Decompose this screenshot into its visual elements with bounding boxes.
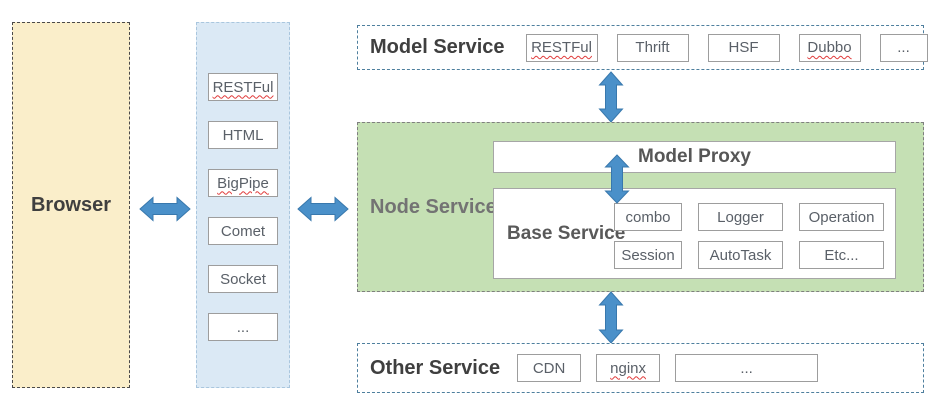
base-chip-logger-label: Logger (717, 208, 764, 226)
base-chip-logger: Logger (698, 203, 783, 231)
protocol-chip-html-label: HTML (222, 126, 264, 144)
base-chip-session: Session (614, 241, 682, 269)
double-arrow-vertical-icon (598, 291, 624, 344)
base-chip-operation: Operation (799, 203, 884, 231)
protocol-chip-more: ... (208, 313, 278, 341)
double-arrow-horizontal-icon (297, 196, 349, 222)
protocol-panel: RESTFul HTML BigPipe Comet Socket ... (196, 22, 290, 388)
browser-box: Browser (12, 22, 130, 388)
base-chip-autotask-label: AutoTask (709, 246, 772, 264)
model-chip-dubbo-label: Dubbo (807, 39, 852, 56)
model-service-title: Model Service (370, 36, 505, 58)
model-chip-hsf: HSF (707, 33, 780, 62)
other-chip-cdn-label: CDN (532, 359, 566, 377)
other-chip-nginx-label: nginx (610, 359, 646, 377)
other-chip-cdn: CDN (517, 354, 582, 382)
base-chip-combo: combo (614, 203, 682, 231)
base-chip-autotask: AutoTask (698, 241, 783, 269)
other-service-box: Other Service CDN nginx ... (357, 343, 924, 393)
base-chip-etc-label: Etc... (824, 246, 859, 264)
other-chip-more-label: ... (740, 359, 753, 377)
base-chip-combo-label: combo (625, 208, 671, 226)
double-arrow-vertical-icon (604, 154, 630, 204)
protocol-chip-more-label: ... (236, 318, 250, 336)
double-arrow-vertical-icon (598, 71, 624, 123)
protocol-chip-html: HTML (208, 121, 278, 149)
protocol-chip-restful-label: RESTFul (212, 78, 274, 96)
protocol-chip-bigpipe: BigPipe (208, 169, 278, 197)
model-chip-thrift-label: Thrift (635, 39, 670, 56)
model-chip-more-label: ... (897, 39, 910, 56)
model-chip-restful: RESTFul (525, 33, 598, 62)
model-proxy-box: Model Proxy (493, 141, 896, 173)
other-chip-more: ... (675, 354, 819, 382)
protocol-chip-bigpipe-label: BigPipe (217, 174, 269, 192)
other-chip-nginx: nginx (596, 354, 661, 382)
other-service-title: Other Service (370, 356, 501, 379)
model-chip-restful-label: RESTFul (531, 39, 592, 56)
model-chip-dubbo: Dubbo (798, 33, 861, 62)
node-service-title: Node Service (370, 195, 497, 218)
base-chip-operation-label: Operation (808, 208, 875, 226)
base-chip-etc: Etc... (799, 241, 884, 269)
protocol-chip-comet-label: Comet (220, 222, 266, 240)
base-service-title: Base Service (507, 222, 626, 244)
browser-label: Browser (30, 193, 112, 216)
model-chip-more: ... (879, 33, 928, 62)
double-arrow-horizontal-icon (139, 196, 191, 222)
model-chip-thrift: Thrift (616, 33, 689, 62)
base-service-box: Base Service combo Logger Operation Sess… (493, 188, 896, 279)
model-chip-hsf-label: HSF (728, 39, 759, 56)
protocol-chip-socket-label: Socket (220, 270, 266, 288)
model-service-box: Model Service RESTFul Thrift HSF Dubbo .… (357, 25, 928, 70)
protocol-chip-restful: RESTFul (208, 73, 278, 101)
base-chip-session-label: Session (621, 246, 675, 264)
node-service-box: Node Service Model Proxy Base Service co… (357, 122, 924, 292)
base-service-grid: combo Logger Operation Session AutoTask … (614, 203, 884, 269)
protocol-chip-comet: Comet (208, 217, 278, 245)
model-proxy-label: Model Proxy (638, 146, 751, 167)
protocol-chip-socket: Socket (208, 265, 278, 293)
